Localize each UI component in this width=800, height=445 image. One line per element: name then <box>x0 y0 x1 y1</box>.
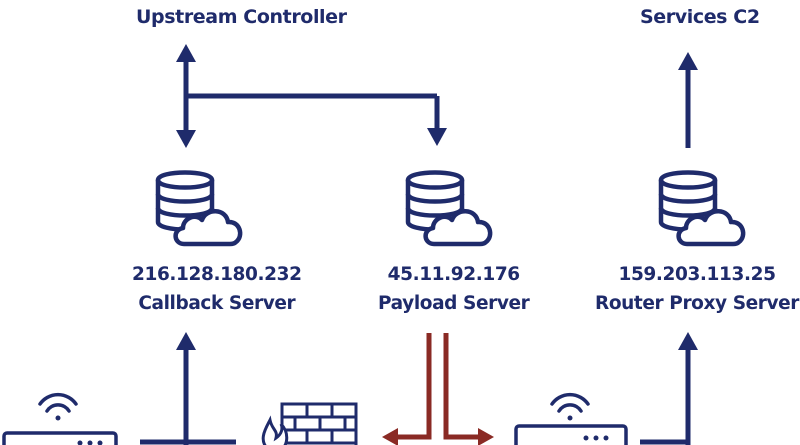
callback-server-ip: 216.128.180.232 <box>132 264 302 285</box>
callback-server-role: Callback Server <box>138 293 296 314</box>
arrow-up-upstream <box>176 44 196 62</box>
arrow-up-c2 <box>678 52 698 70</box>
navy-arrowheads <box>176 44 698 350</box>
arrow-up-callback <box>176 332 196 350</box>
router-wifi-icon <box>514 392 628 445</box>
payload-left-line <box>396 333 432 440</box>
arrow-down-payload <box>427 128 447 146</box>
router-proxy-server-ip: 159.203.113.25 <box>618 264 776 285</box>
database-cloud-icon <box>408 173 490 245</box>
arrow-left-payload <box>382 428 398 445</box>
red-arrowheads <box>382 428 494 445</box>
firewall-icon <box>261 402 358 445</box>
database-cloud-icon <box>158 173 240 245</box>
payload-server-label: 45.11.92.176 Payload Server <box>378 260 530 318</box>
arrow-right-payload <box>478 428 494 445</box>
arrow-down-callback <box>176 130 196 148</box>
payload-connectors <box>396 333 480 440</box>
payload-server-ip: 45.11.92.176 <box>387 264 521 285</box>
payload-server-role: Payload Server <box>378 293 530 314</box>
router-proxy-server-label: 159.203.113.25 Router Proxy Server <box>595 260 799 318</box>
upstream-connectors <box>140 58 691 445</box>
upstream-controller-label: Upstream Controller <box>136 6 347 28</box>
services-c2-label: Services C2 <box>640 6 760 28</box>
arrow-up-proxy <box>678 332 698 350</box>
router-proxy-server-role: Router Proxy Server <box>595 293 800 314</box>
payload-right-line <box>443 333 480 440</box>
router-wifi-icon <box>2 392 118 445</box>
database-cloud-icon <box>661 173 743 245</box>
callback-server-label: 216.128.180.232 Callback Server <box>132 260 302 318</box>
